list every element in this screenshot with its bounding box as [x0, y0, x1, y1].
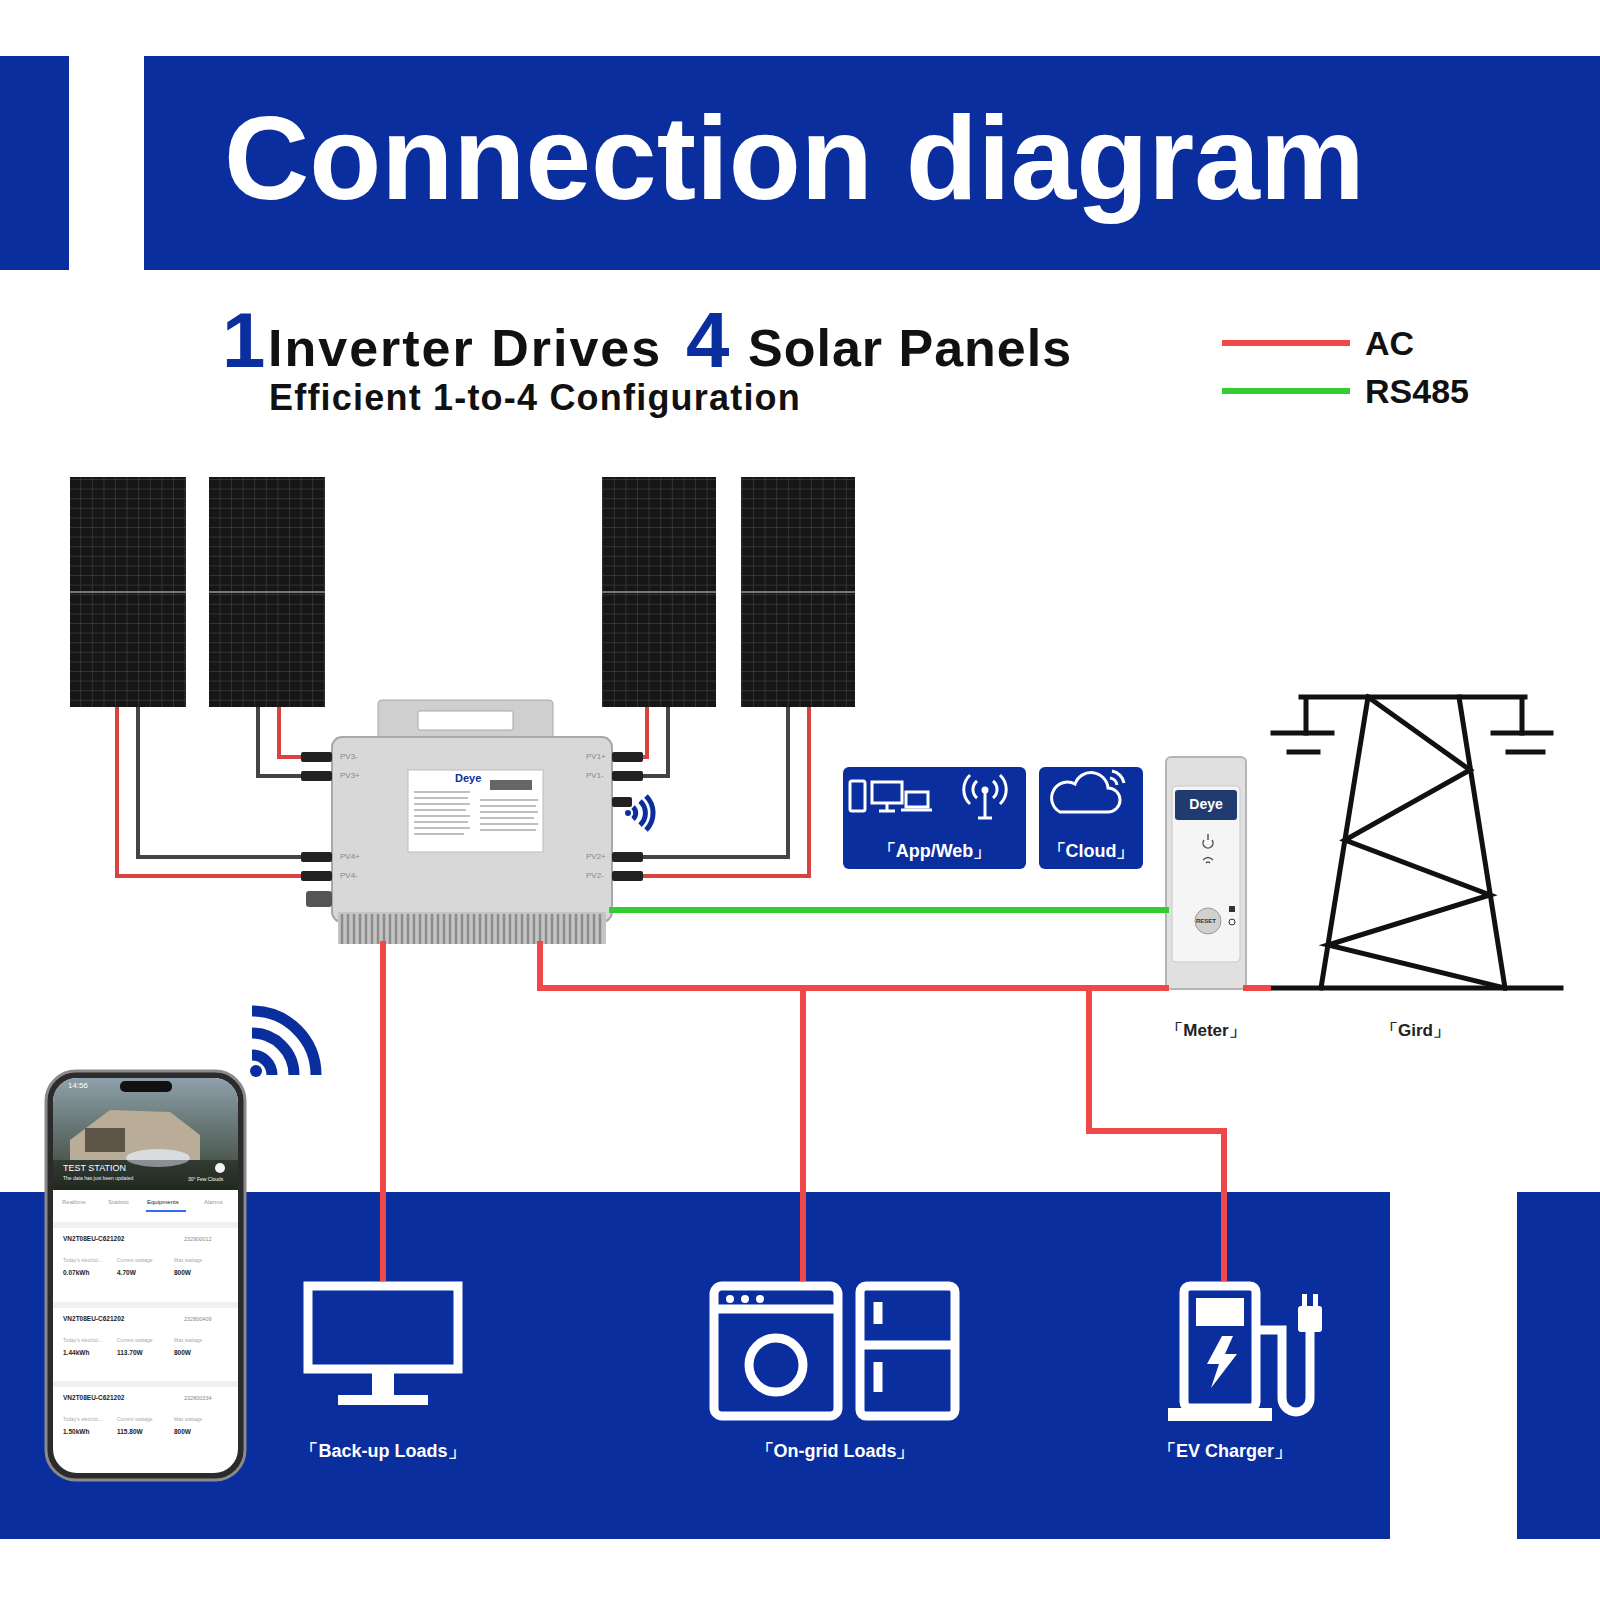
port-label: PV1+	[586, 753, 606, 761]
app-screen-text: Alarms	[204, 1199, 223, 1205]
port-label: PV1-	[586, 772, 604, 780]
app-screen-text: Current wattage	[117, 1417, 153, 1422]
ac-wire	[540, 944, 1166, 988]
legend-text: RS485	[1365, 374, 1469, 408]
app-screen-text: 1.50kWh	[63, 1429, 89, 1436]
node-text: Deye	[455, 773, 481, 784]
app-screen-text: Statistic	[108, 1199, 129, 1205]
port-label: PV2-	[586, 872, 604, 880]
app-screen-text: Current wattage	[117, 1258, 153, 1263]
app-screen-text: 232800409	[184, 1317, 212, 1323]
heading-text: Solar Panels	[748, 322, 1072, 374]
app-screen-text: Current wattage	[117, 1338, 153, 1343]
heading-text: 1	[222, 301, 265, 379]
rs485-wire	[612, 907, 1166, 913]
ac-wire	[540, 944, 803, 1278]
node-text: RESET	[1106, 918, 1306, 924]
app-screen-text: 14:56	[68, 1082, 88, 1090]
node-text: 「EV Charger」	[1080, 1442, 1370, 1460]
heading-text: Inverter Drives	[268, 322, 662, 374]
node-text: 「Meter」	[1106, 1022, 1306, 1039]
node-text: 「Back-up Loads」	[230, 1442, 536, 1460]
app-screen-text: 232900012	[184, 1237, 212, 1243]
app-screen-text: Max wattage	[174, 1258, 202, 1263]
app-screen-text: VN2T08EU-C621202	[63, 1236, 124, 1243]
port-label: PV4+	[340, 853, 360, 861]
heading-text: Efficient 1-to-4 Configuration	[269, 380, 801, 416]
heading-text: 4	[686, 301, 729, 379]
app-screen-text: Today's electrici...	[63, 1338, 102, 1343]
app-screen-text: 0.07kWh	[63, 1270, 89, 1277]
app-screen-text: VN2T08EU-C621202	[63, 1316, 124, 1323]
ac-wire	[540, 944, 1224, 1278]
port-label: PV2+	[586, 853, 606, 861]
ac-wire	[1246, 985, 1268, 991]
port-label: PV3+	[340, 772, 360, 780]
inverter-box: Deye	[332, 737, 612, 944]
app-screen-text: 800W	[174, 1270, 191, 1277]
ev-charger: 「EV Charger」	[1140, 1278, 1310, 1468]
app-screen-text: 4.70W	[117, 1270, 136, 1277]
app-screen-text: Realtime	[62, 1199, 86, 1205]
meter-box: DeyeRESET「Meter」	[1166, 757, 1246, 1047]
app-screen-text: Today's electrici...	[63, 1258, 102, 1263]
app-screen-text: VN2T08EU-C621202	[63, 1395, 124, 1402]
ac-wire	[380, 944, 386, 1278]
on-grid-loads: 「On-grid Loads」	[700, 1278, 970, 1468]
port-label: PV3-	[340, 753, 358, 761]
node-text: Deye	[1106, 797, 1306, 811]
app-screen-text: 115.80W	[117, 1429, 143, 1436]
app-screen-text: Today's electrici...	[63, 1417, 102, 1422]
app-screen-text: 232800334	[184, 1396, 212, 1402]
legend-text: AC	[1365, 326, 1414, 360]
cloud-box: 「Cloud」	[1039, 767, 1143, 869]
title-text: Connection diagram	[224, 99, 1365, 217]
port-label: PV4-	[340, 872, 358, 880]
grid-tower: 「Gird」	[1268, 694, 1563, 1047]
app-screen-text: The data has just been updated	[63, 1176, 133, 1181]
node-text: 「Gird」	[1208, 1022, 1600, 1039]
app-web-box: 「App/Web」	[843, 767, 1026, 869]
app-screen-text: 800W	[174, 1429, 191, 1436]
app-screen-text: TEST STATION	[63, 1164, 126, 1173]
app-screen-text: 113.70W	[117, 1350, 143, 1357]
node-text: 「Cloud」	[979, 842, 1203, 860]
app-screen-text: 30° Few Clouds	[188, 1177, 223, 1182]
app-screen-text: 1.44kWh	[63, 1350, 89, 1357]
app-screen-text: 800W	[174, 1350, 191, 1357]
app-screen-text: Max wattage	[174, 1417, 202, 1422]
backup-loads: 「Back-up Loads」	[290, 1278, 476, 1468]
app-screen-text: Equipments	[147, 1199, 179, 1205]
node-text: 「On-grid Loads」	[640, 1442, 1030, 1460]
app-screen-text: Max wattage	[174, 1338, 202, 1343]
